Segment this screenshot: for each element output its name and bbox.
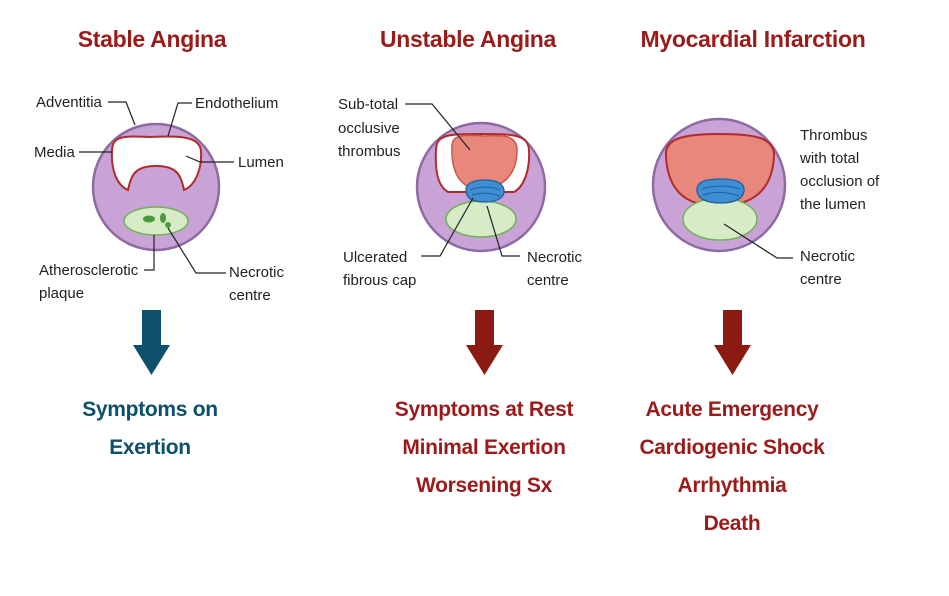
necrotic-core-spot — [160, 213, 166, 223]
down-arrow-icon — [133, 310, 170, 375]
total-occlusion-thrombus — [664, 132, 776, 205]
atherosclerotic-plaque — [445, 200, 517, 238]
outcome-line: Worsening Sx — [415, 474, 553, 497]
myocardial-infarction-title: Myocardial Infarction — [640, 26, 866, 52]
label-thrombus: Thrombus — [800, 127, 868, 144]
necrotic-core-spot — [143, 215, 155, 223]
label-ulcerated: Ulcerated — [343, 249, 407, 266]
label-atherosclerotic: Atherosclerotic — [39, 262, 139, 279]
unstable-angina-vessel — [415, 121, 547, 253]
subtotal-occlusive-thrombus — [451, 134, 518, 191]
unstable-angina-leaders — [405, 103, 520, 257]
outcome-line: Exertion — [109, 436, 191, 459]
stable-angina-vessel — [91, 122, 221, 252]
unstable-angina-outcome: Symptoms at Rest Minimal Exertion Worsen… — [369, 391, 599, 505]
outcome-line: Minimal Exertion — [402, 436, 566, 459]
myocardial-infarction-outcome: Acute Emergency Cardiogenic Shock Arrhyt… — [617, 391, 847, 543]
myocardial-infarction-leaders — [723, 223, 793, 259]
outcome-line: Death — [703, 512, 761, 535]
stable-angina-leaders — [79, 101, 234, 274]
outcome-line: Arrhythmia — [677, 474, 787, 497]
necrotic-core-spot — [165, 222, 171, 228]
label-necrotic: Necrotic — [229, 264, 285, 281]
outcome-line: Acute Emergency — [645, 398, 819, 421]
atherosclerotic-plaque — [682, 197, 758, 241]
label-media: Media — [34, 144, 76, 161]
label-centre: centre — [800, 271, 842, 288]
down-arrow-icon — [466, 310, 503, 375]
outcome-line: Symptoms at Rest — [394, 398, 574, 421]
blue-clot — [696, 178, 745, 204]
label-plaque: plaque — [39, 285, 84, 302]
down-arrow-icon — [714, 310, 751, 375]
lumen — [110, 135, 203, 192]
label-centre: centre — [229, 287, 271, 304]
label-lumen: Lumen — [238, 154, 284, 171]
label-occlusion-of: occlusion of — [800, 173, 880, 190]
label-thrombus: thrombus — [338, 143, 401, 160]
label-subtotal: Sub-total — [338, 96, 398, 113]
label-the-lumen: the lumen — [800, 196, 866, 213]
outcome-line: Symptoms on — [82, 398, 218, 421]
label-necrotic: Necrotic — [527, 249, 583, 266]
myocardial-infarction-vessel — [651, 117, 787, 253]
atherosclerotic-plaque — [123, 206, 189, 236]
stable-angina-title: Stable Angina — [77, 26, 227, 52]
label-occlusive: occlusive — [338, 120, 400, 137]
label-adventitia: Adventitia — [36, 94, 103, 111]
outcome-line: Cardiogenic Shock — [639, 436, 825, 459]
label-centre: centre — [527, 272, 569, 289]
ulcerated-blue-clot — [465, 179, 505, 203]
label-necrotic: Necrotic — [800, 248, 856, 265]
stable-angina-outcome: Symptoms on Exertion — [50, 391, 250, 467]
label-fibrous-cap: fibrous cap — [343, 272, 416, 289]
unstable-angina-title: Unstable Angina — [379, 26, 557, 52]
label-endothelium: Endothelium — [195, 95, 278, 112]
label-with-total: with total — [799, 150, 859, 167]
